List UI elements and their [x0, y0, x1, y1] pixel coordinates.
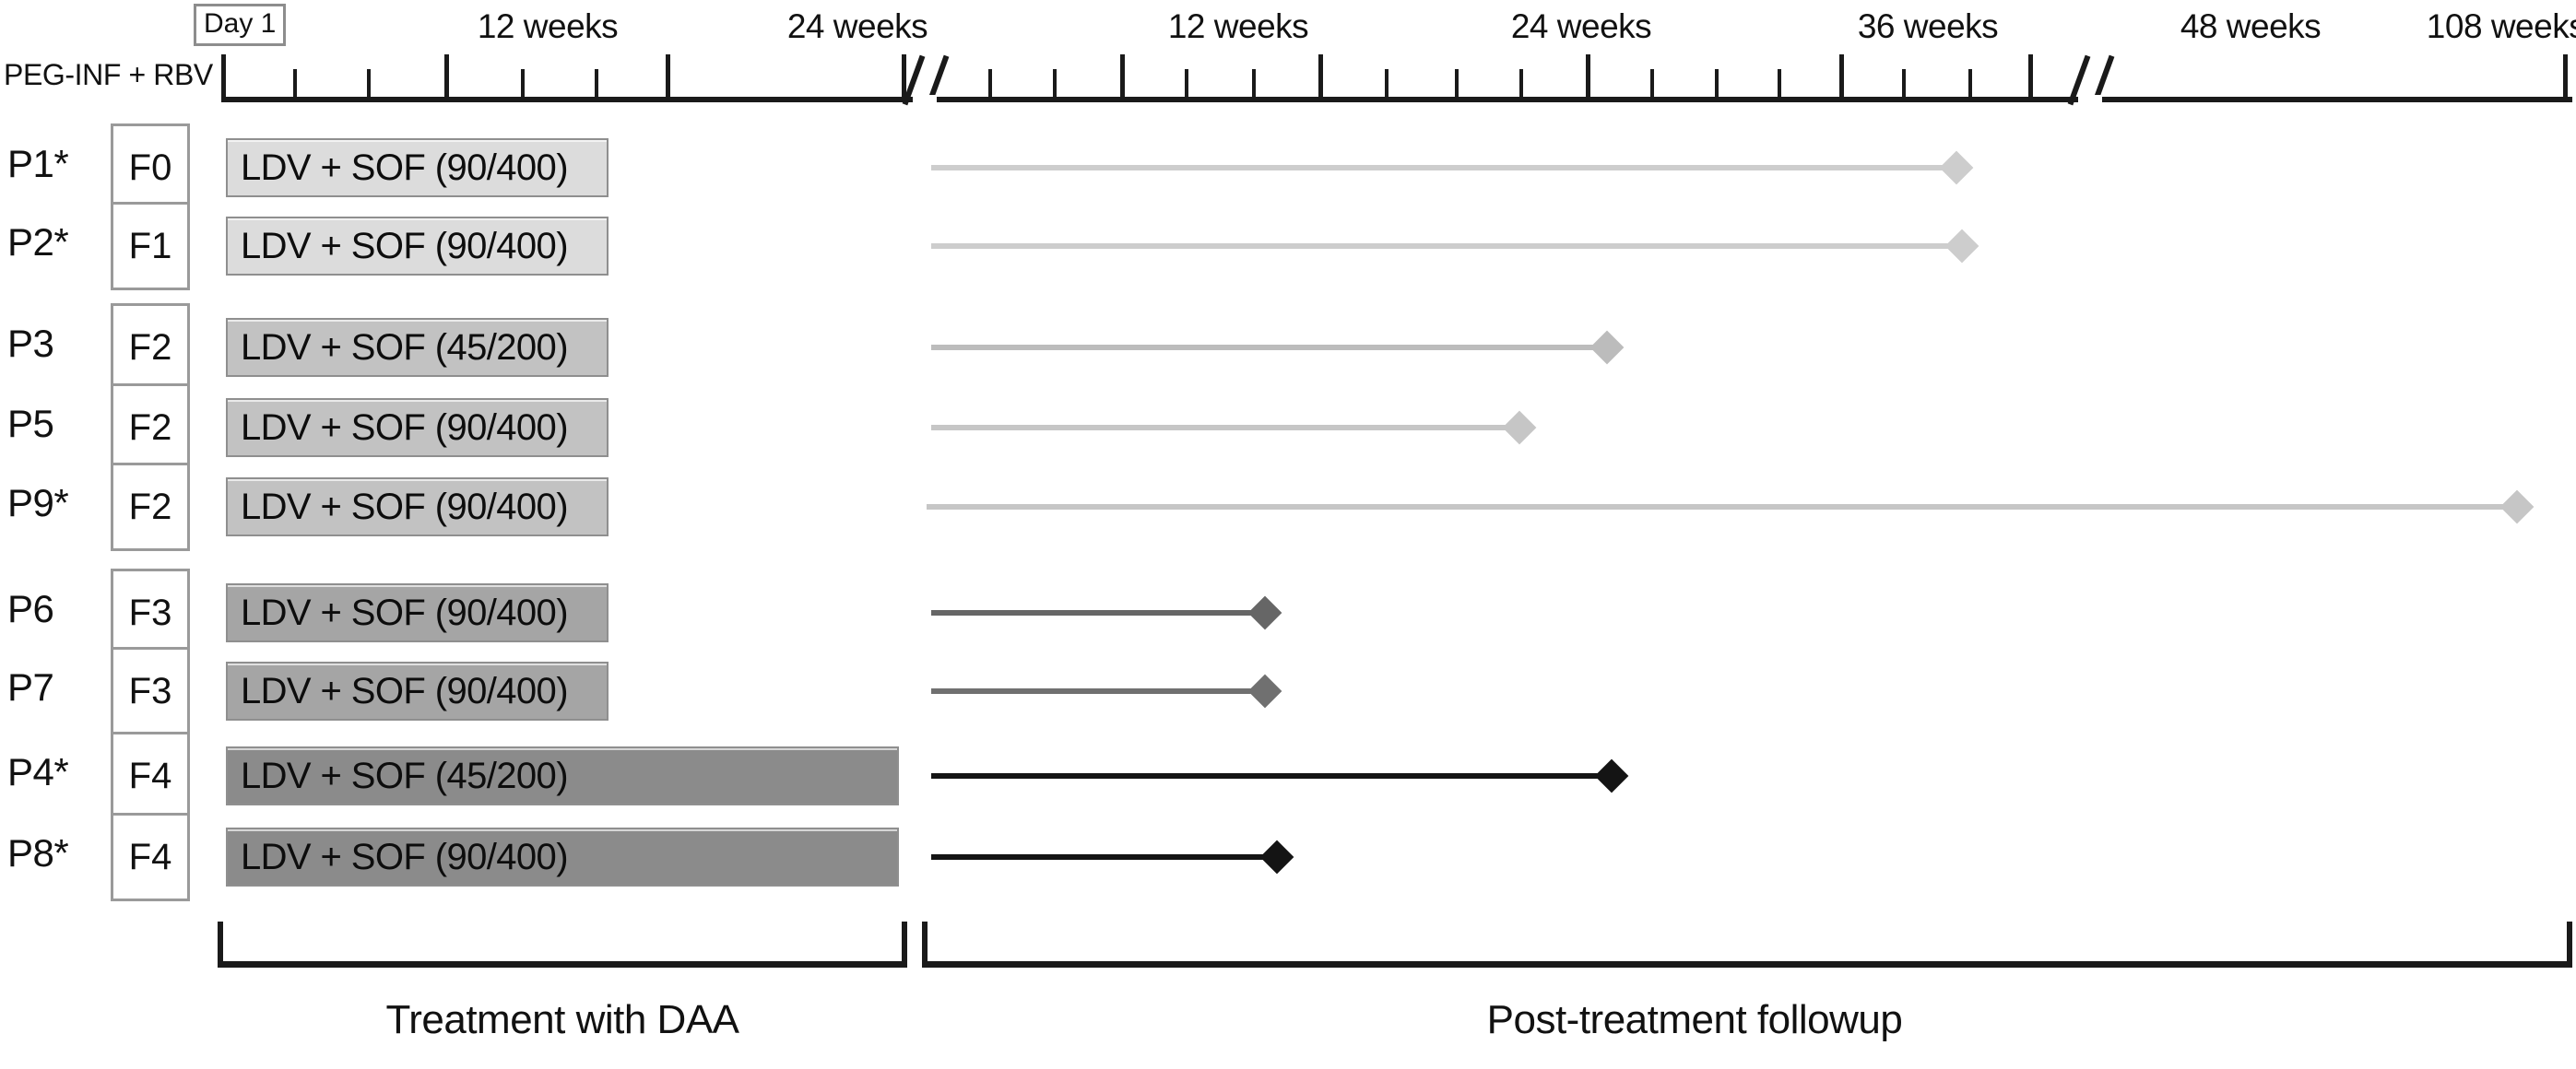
axis-tick [221, 54, 226, 100]
axis-tick [1318, 54, 1323, 100]
axis-tick-label: 48 weeks [2180, 7, 2322, 45]
axis-tick-label: 12 weeks [477, 7, 619, 45]
axis-baseline [221, 97, 2572, 102]
axis-tick [1385, 69, 1388, 100]
patient-id-label: P7 [7, 665, 54, 709]
phase-bracket [922, 922, 2572, 968]
treatment-bar: LDV + SOF (45/200) [226, 318, 609, 377]
axis-tick [595, 69, 598, 100]
axis-tick [988, 69, 992, 100]
fibrosis-stage-box: F4 [111, 813, 190, 901]
axis-tick [902, 54, 906, 100]
phase-bracket-label: Treatment with DAA [385, 997, 739, 1042]
patient-id-label: P5 [7, 402, 54, 445]
patient-id-label: P3 [7, 322, 54, 365]
followup-endpoint-diamond [1939, 150, 1974, 185]
followup-endpoint-diamond [1259, 840, 1294, 875]
axis-tick [1839, 54, 1844, 100]
axis-tick [1968, 69, 1972, 100]
followup-line [931, 688, 1265, 694]
followup-endpoint-diamond [1589, 330, 1625, 365]
axis-tick [1586, 54, 1590, 100]
patient-id-label: P4* [7, 750, 69, 793]
axis-tick-label: 24 weeks [786, 7, 928, 45]
treatment-bar: LDV + SOF (90/400) [226, 398, 609, 457]
axis-tick [1455, 69, 1459, 100]
axis-tick-label: 12 weeks [1167, 7, 1309, 45]
treatment-bar: LDV + SOF (90/400) [226, 138, 609, 197]
axis-tick [521, 69, 525, 100]
axis-tick [2028, 54, 2033, 100]
phase-bracket-label: Post-treatment followup [1486, 997, 1903, 1042]
patient-id-label: P1* [7, 142, 69, 185]
patient-id-label: P2* [7, 220, 69, 264]
treatment-bar: LDV + SOF (90/400) [226, 217, 609, 276]
treatment-bar: LDV + SOF (90/400) [226, 583, 609, 642]
axis-tick [1120, 54, 1125, 100]
axis-tick-label: 108 weeks [2426, 7, 2576, 45]
treatment-bar: LDV + SOF (45/200) [226, 746, 899, 805]
baseline-regimen-label: PEG-INF + RBV [4, 58, 213, 91]
axis-tick [1519, 69, 1523, 100]
phase-bracket [218, 922, 907, 968]
followup-endpoint-diamond [1944, 229, 1979, 264]
followup-endpoint-diamond [2499, 489, 2535, 524]
day-1-label-box: Day 1 [194, 4, 287, 46]
followup-line [931, 243, 1962, 249]
axis-tick [1778, 69, 1781, 100]
fibrosis-stage-box: F2 [111, 463, 190, 551]
day-1-text: Day 1 [204, 8, 277, 39]
followup-endpoint-diamond [1247, 595, 1282, 630]
axis-tick [293, 69, 297, 100]
fibrosis-stage-box: F1 [111, 202, 190, 290]
followup-endpoint-diamond [1594, 758, 1629, 793]
followup-line [931, 425, 1519, 430]
followup-line [931, 345, 1607, 350]
axis-tick-label: 36 weeks [1857, 7, 1999, 45]
fibrosis-stage-box: F0 [111, 123, 190, 212]
followup-endpoint-diamond [1247, 674, 1282, 709]
fibrosis-stage-box: F2 [111, 303, 190, 392]
axis-tick [1185, 69, 1188, 100]
fibrosis-stage-box: F3 [111, 647, 190, 735]
axis-tick [1053, 69, 1057, 100]
followup-endpoint-diamond [1502, 410, 1537, 445]
fibrosis-stage-box: F2 [111, 383, 190, 472]
axis-tick [367, 69, 371, 100]
followup-line [931, 854, 1277, 860]
axis-break-gap [2078, 95, 2102, 106]
patient-id-label: P9* [7, 481, 69, 524]
treatment-bar: LDV + SOF (90/400) [226, 828, 899, 887]
axis-tick [1252, 69, 1256, 100]
axis-tick-label: 24 weeks [1510, 7, 1652, 45]
treatment-bar: LDV + SOF (90/400) [226, 662, 609, 721]
followup-line [931, 165, 1956, 170]
axis-tick [444, 54, 449, 100]
treatment-bar: LDV + SOF (90/400) [226, 477, 609, 536]
axis-tick [1715, 69, 1719, 100]
followup-line [931, 610, 1265, 616]
patient-id-label: P8* [7, 831, 69, 875]
axis-tick [1902, 69, 1906, 100]
followup-line [931, 773, 1612, 779]
fibrosis-stage-box: F3 [111, 569, 190, 657]
axis-tick [666, 54, 670, 100]
axis-break-gap [913, 95, 937, 106]
patient-id-label: P6 [7, 587, 54, 630]
axis-tick [1650, 69, 1654, 100]
fibrosis-stage-box: F4 [111, 732, 190, 820]
followup-line [927, 504, 2517, 510]
axis-tick [2563, 54, 2568, 100]
